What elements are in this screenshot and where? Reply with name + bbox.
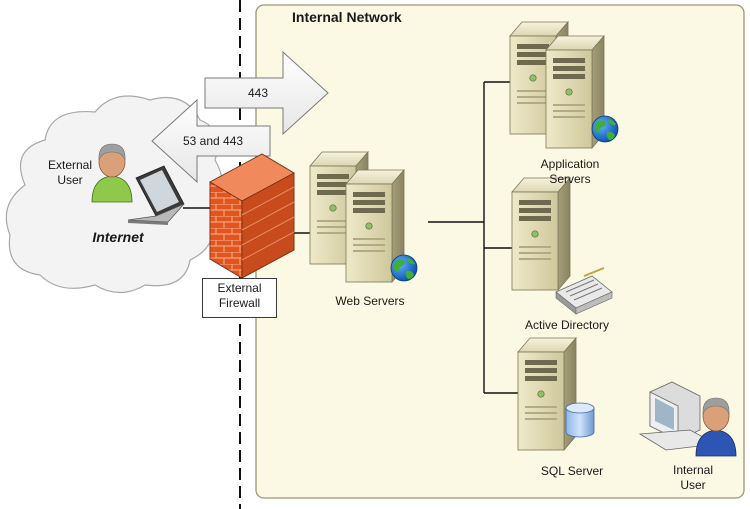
app-servers-line1: Application	[540, 157, 600, 171]
app-globe-icon	[591, 115, 619, 143]
app-servers-line2: Servers	[549, 172, 591, 186]
firewall-label: External Firewall	[202, 278, 277, 318]
outbound-port-label: 53 and 443	[183, 134, 244, 148]
active-directory-label: Active Directory	[524, 318, 610, 332]
firewall-label-line2: Firewall	[218, 296, 261, 310]
sql-server-label: SQL Server	[540, 464, 604, 478]
internal-network-title: Internal Network	[292, 9, 402, 25]
external-user-line2: User	[57, 173, 83, 187]
database-icon	[565, 402, 595, 438]
ad-server-icon	[511, 177, 571, 291]
internal-user-icon	[695, 397, 737, 457]
laptop-icon	[127, 165, 185, 225]
internal-user-label: Internal User	[663, 463, 723, 493]
inbound-port-label: 443	[248, 86, 269, 100]
app-servers-label: Application Servers	[525, 157, 615, 187]
firewall-label-line1: External	[217, 281, 262, 295]
external-user-label: External User	[40, 158, 100, 188]
inbound-443-arrow	[204, 50, 329, 136]
directory-icon	[555, 267, 613, 315]
desktop-computer-icon	[638, 381, 718, 451]
internal-user-line2: User	[680, 478, 706, 492]
internal-user-line1: Internal	[672, 463, 714, 477]
internet-label: Internet	[92, 229, 144, 245]
web-globe-icon	[390, 254, 418, 282]
web-servers-label: Web Servers	[335, 294, 405, 308]
external-user-line1: External	[47, 158, 93, 172]
firewall-icon	[209, 153, 295, 279]
